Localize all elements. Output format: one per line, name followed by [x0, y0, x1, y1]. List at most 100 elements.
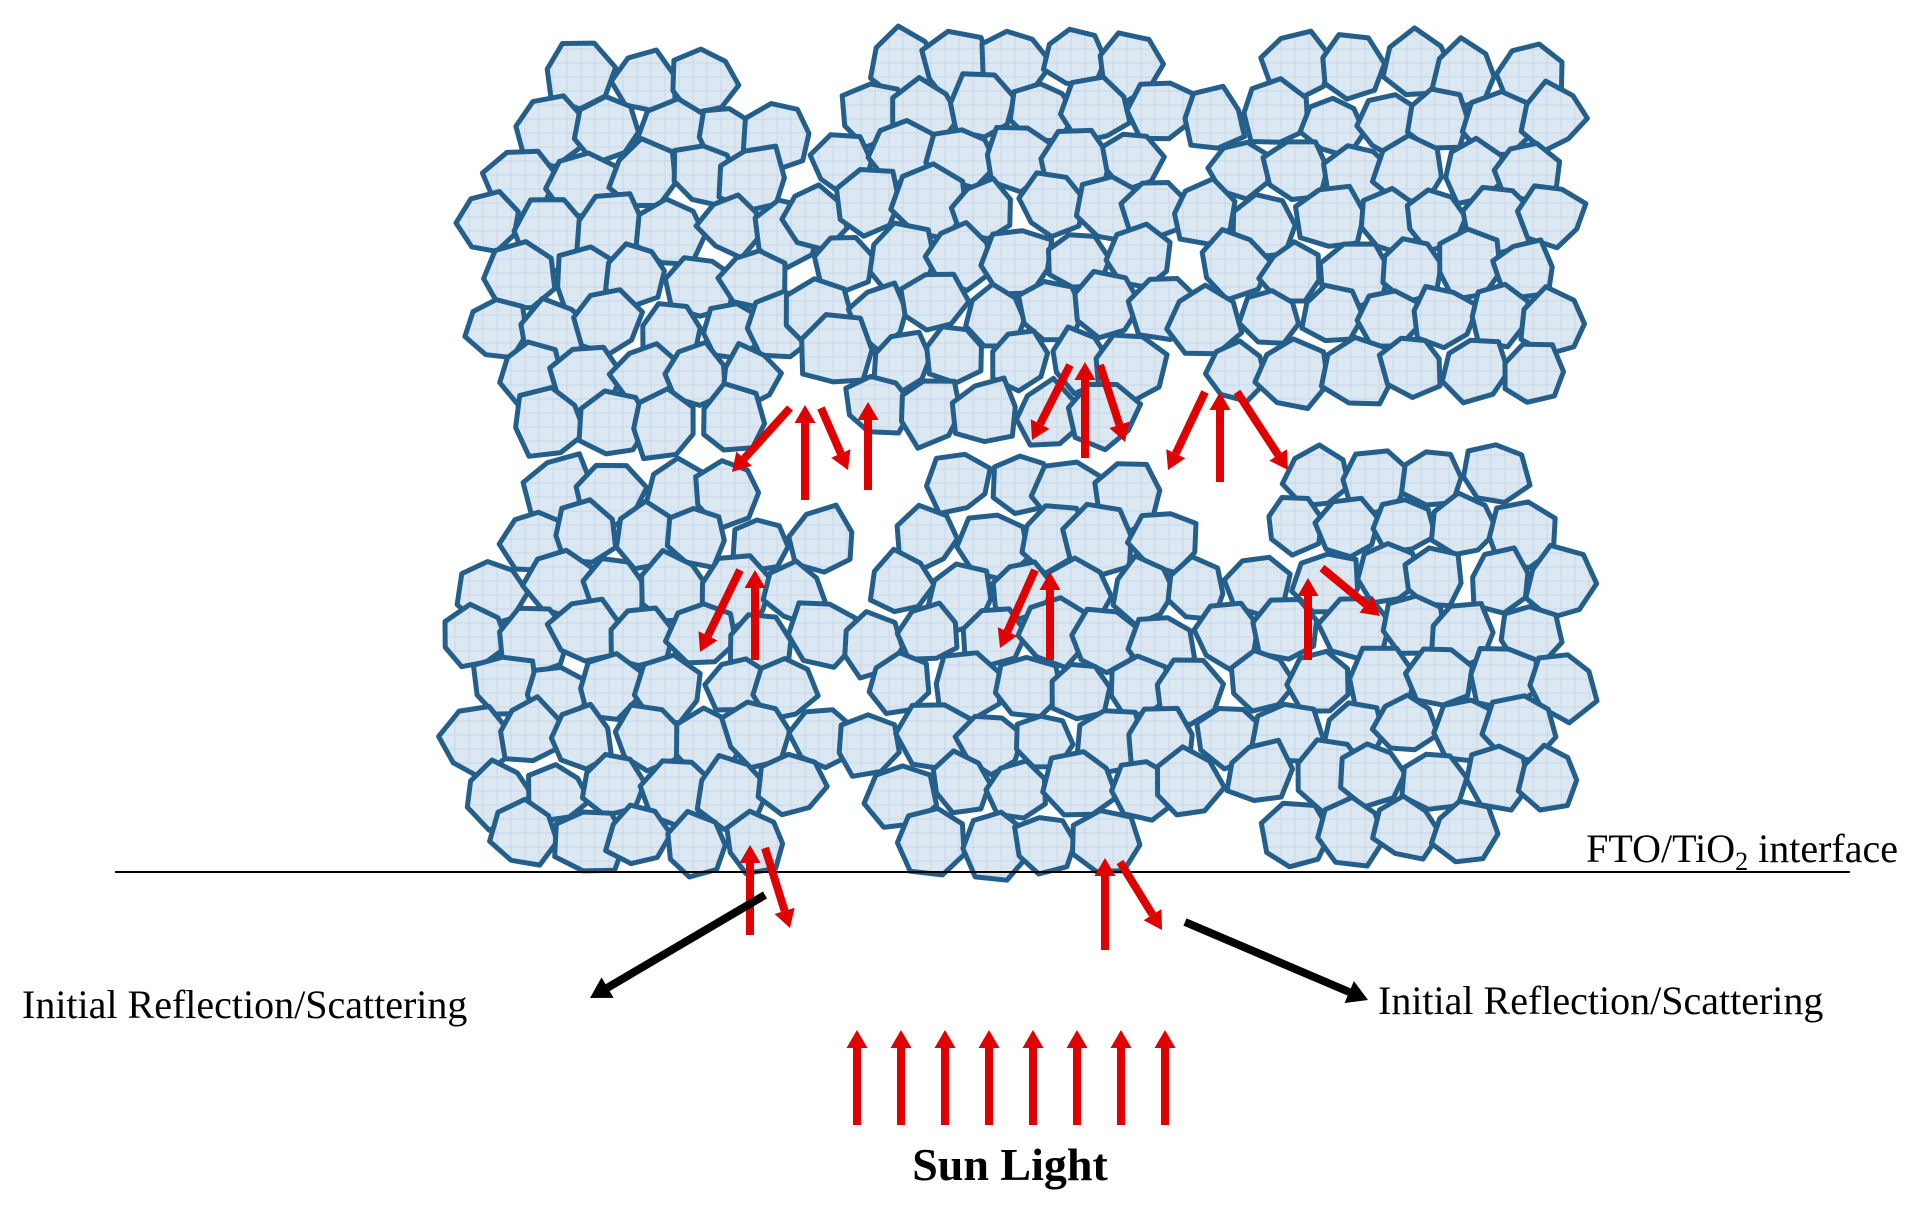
- tio2-particle: [1469, 281, 1531, 350]
- red-arrow-icon: [698, 568, 744, 652]
- red-arrow-icon: [1030, 363, 1074, 440]
- tio2-particle: [1428, 490, 1500, 557]
- tio2-particle: [1315, 794, 1387, 869]
- tio2-particle-clusters: [436, 23, 1600, 883]
- tio2-particle: [1523, 542, 1600, 621]
- tio2-particle: [750, 656, 821, 723]
- tio2-particle: [1155, 744, 1227, 818]
- red-arrow-icon: [1297, 578, 1319, 660]
- tio2-particle: [1428, 798, 1501, 865]
- tio2-particle: [933, 650, 1003, 723]
- tio2-particle: [1498, 604, 1565, 667]
- red-arrow-icon: [1066, 1030, 1088, 1125]
- red-arrow-icon: [1116, 859, 1162, 930]
- tio2-particle: [836, 712, 902, 779]
- tio2-particle: [1515, 742, 1580, 813]
- red-arrow-icon: [1319, 564, 1380, 616]
- tio2-particle: [1338, 741, 1408, 810]
- red-arrow-icon: [732, 405, 793, 472]
- red-arrow-icon: [1233, 389, 1288, 470]
- tio2-particle: [867, 546, 937, 615]
- tio2-particle: [1464, 743, 1533, 813]
- tio2-particle: [924, 451, 993, 516]
- interface-label: FTO/TiO2 interface: [1586, 826, 1898, 876]
- red-arrow-icon: [890, 1030, 912, 1125]
- red-arrow-icon: [997, 568, 1039, 648]
- right-reflection-label: Initial Reflection/Scattering: [1378, 978, 1823, 1023]
- red-arrow-icon: [1094, 858, 1116, 950]
- tio2-particle: [662, 339, 729, 408]
- tio2-particle: [1369, 692, 1441, 753]
- red-arrow-icon: [978, 1030, 1000, 1125]
- red-arrow-icon: [1154, 1030, 1176, 1125]
- tio2-particle: [871, 329, 933, 396]
- tio2-particle: [894, 806, 967, 878]
- tio2-particle: [487, 796, 560, 868]
- tio2-particle: [785, 600, 859, 670]
- tio2-particle: [579, 752, 648, 819]
- tio2-particle: [603, 802, 674, 867]
- tio2-particle: [1312, 495, 1382, 560]
- red-arrow-icon: [1096, 363, 1130, 442]
- particle-cluster: [436, 451, 859, 880]
- tio2-particle: [1399, 751, 1470, 812]
- tio2-particle: [930, 748, 993, 816]
- particle-cluster: [1164, 25, 1590, 411]
- tio2-particle: [1437, 226, 1503, 302]
- tio2-particle: [1236, 288, 1302, 346]
- red-arrow-icon: [1166, 390, 1209, 470]
- tio2-particle: [1256, 239, 1322, 304]
- tio2-particle: [701, 381, 768, 453]
- tio2-particle: [553, 497, 619, 565]
- tio2-particle: [990, 328, 1051, 394]
- left-reflection-label: Initial Reflection/Scattering: [22, 982, 467, 1027]
- black-arrow-icon: [590, 891, 768, 998]
- black-arrow-icon: [1183, 918, 1368, 1003]
- tio2-particle: [576, 388, 653, 457]
- tio2-particle: [1250, 597, 1320, 662]
- tio2-particle: [894, 600, 960, 662]
- tio2-particle: [665, 808, 728, 880]
- tio2-particle: [1070, 808, 1143, 874]
- tio2-particle: [1515, 183, 1589, 251]
- red-arrow-icon: [739, 845, 761, 935]
- particle-cluster: [779, 23, 1202, 453]
- tio2-particle: [1065, 381, 1144, 453]
- red-arrow-icon: [857, 402, 879, 490]
- red-arrow-icon: [761, 846, 795, 928]
- tio2-particle: [1072, 268, 1144, 341]
- tio2-particle: [1502, 341, 1566, 405]
- red-arrow-icon: [794, 405, 816, 500]
- tio2-particle: [1470, 545, 1531, 616]
- reflection-pointer-arrows: [590, 891, 1368, 1003]
- tio2-particle: [1376, 335, 1443, 400]
- tio2-particle: [1012, 815, 1078, 877]
- particle-cluster: [836, 451, 1227, 883]
- tio2-particle: [1320, 32, 1388, 102]
- tio2-particle: [1439, 337, 1511, 406]
- red-arrow-icon: [1022, 1030, 1044, 1125]
- tio2-particle: [983, 758, 1048, 821]
- tio2-particle: [1016, 170, 1086, 240]
- tio2-particle: [898, 271, 972, 333]
- tio2-particle: [1518, 78, 1590, 154]
- tio2-particle: [1518, 284, 1587, 357]
- tio2-particle: [1461, 442, 1533, 505]
- tio2-particle: [834, 167, 902, 239]
- tio2-particle: [924, 324, 984, 386]
- tio2-particle: [1403, 646, 1475, 708]
- tio2-particle: [949, 375, 1018, 445]
- particle-cluster: [1191, 442, 1600, 870]
- tio2-particle: [1252, 336, 1331, 411]
- tio2-particle: [1203, 338, 1269, 404]
- red-arrow-icon: [1039, 572, 1061, 660]
- red-arrow-icon: [817, 406, 851, 470]
- tio2-particle: [1199, 227, 1273, 303]
- red-arrow-icon: [744, 570, 766, 660]
- red-arrow-icon: [846, 1030, 868, 1125]
- tio2-particle: [755, 751, 830, 818]
- tio2-particle: [1060, 501, 1134, 579]
- tio2-particle: [1411, 284, 1481, 351]
- red-arrow-icon: [1209, 392, 1231, 482]
